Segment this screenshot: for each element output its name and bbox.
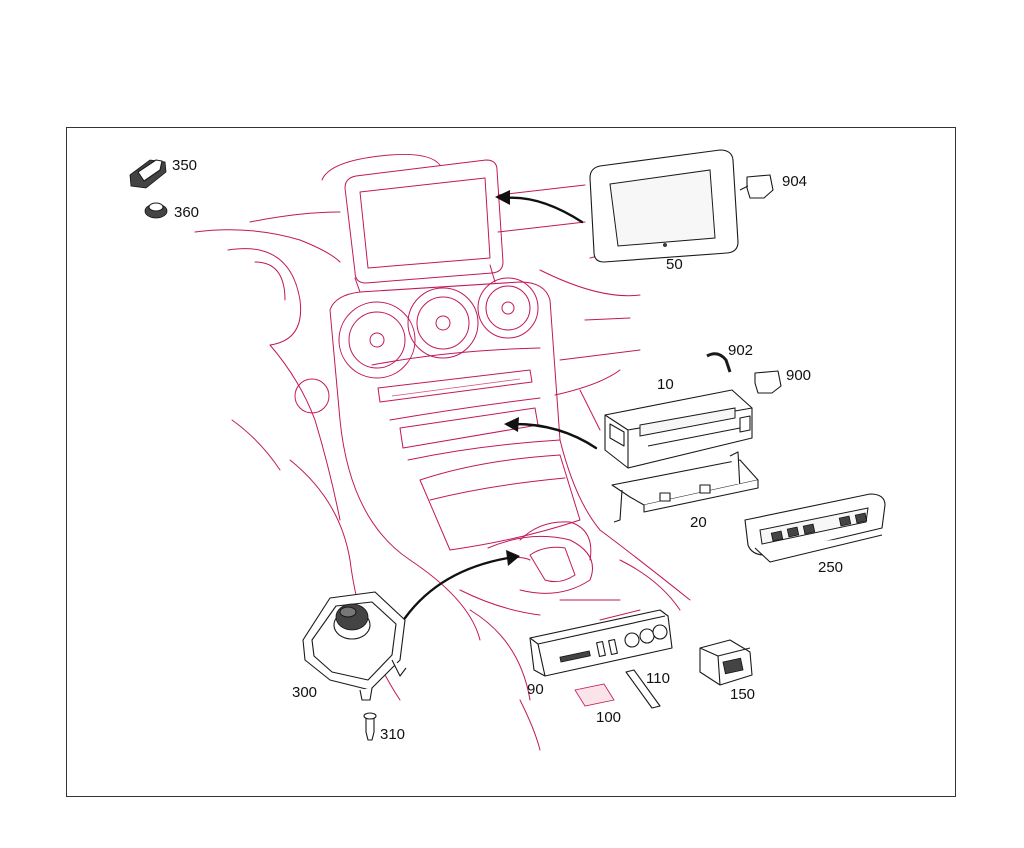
callout-90: 90 — [527, 681, 544, 698]
callout-110: 110 — [646, 670, 670, 687]
part-902-cable — [706, 352, 732, 373]
mounted-display — [344, 159, 504, 284]
callout-360: 360 — [174, 204, 199, 221]
part-350-switch — [129, 159, 167, 189]
callout-150: 150 — [730, 686, 755, 703]
callout-904: 904 — [782, 173, 807, 190]
part-300-controller — [302, 591, 407, 701]
part-904-connector — [739, 174, 774, 199]
part-90-switch-panel — [529, 609, 673, 677]
callout-100: 100 — [596, 709, 621, 726]
callout-20: 20 — [690, 514, 707, 531]
part-110-strip — [625, 669, 661, 709]
part-10-head-unit — [604, 389, 753, 469]
assembly-arrows — [403, 190, 598, 620]
part-900-connector — [754, 370, 782, 394]
part-150-socket — [699, 639, 753, 686]
part-20-bracket — [611, 451, 759, 523]
diagram-frame — [66, 127, 956, 797]
callout-10: 10 — [657, 376, 674, 393]
callout-900: 900 — [786, 367, 811, 384]
part-310-screw — [363, 712, 377, 741]
callout-310: 310 — [380, 726, 405, 743]
callout-350: 350 — [172, 157, 197, 174]
part-100-cover — [574, 683, 615, 707]
callout-250: 250 — [818, 559, 843, 576]
part-50-display — [589, 149, 739, 263]
callout-50: 50 — [666, 256, 683, 273]
callout-902: 902 — [728, 342, 753, 359]
part-360-cap — [144, 202, 168, 219]
callout-labels: 350 360 904 50 902 900 10 20 250 300 310… — [172, 157, 843, 743]
callout-300: 300 — [292, 684, 317, 701]
part-250-climate-panel — [744, 493, 886, 563]
